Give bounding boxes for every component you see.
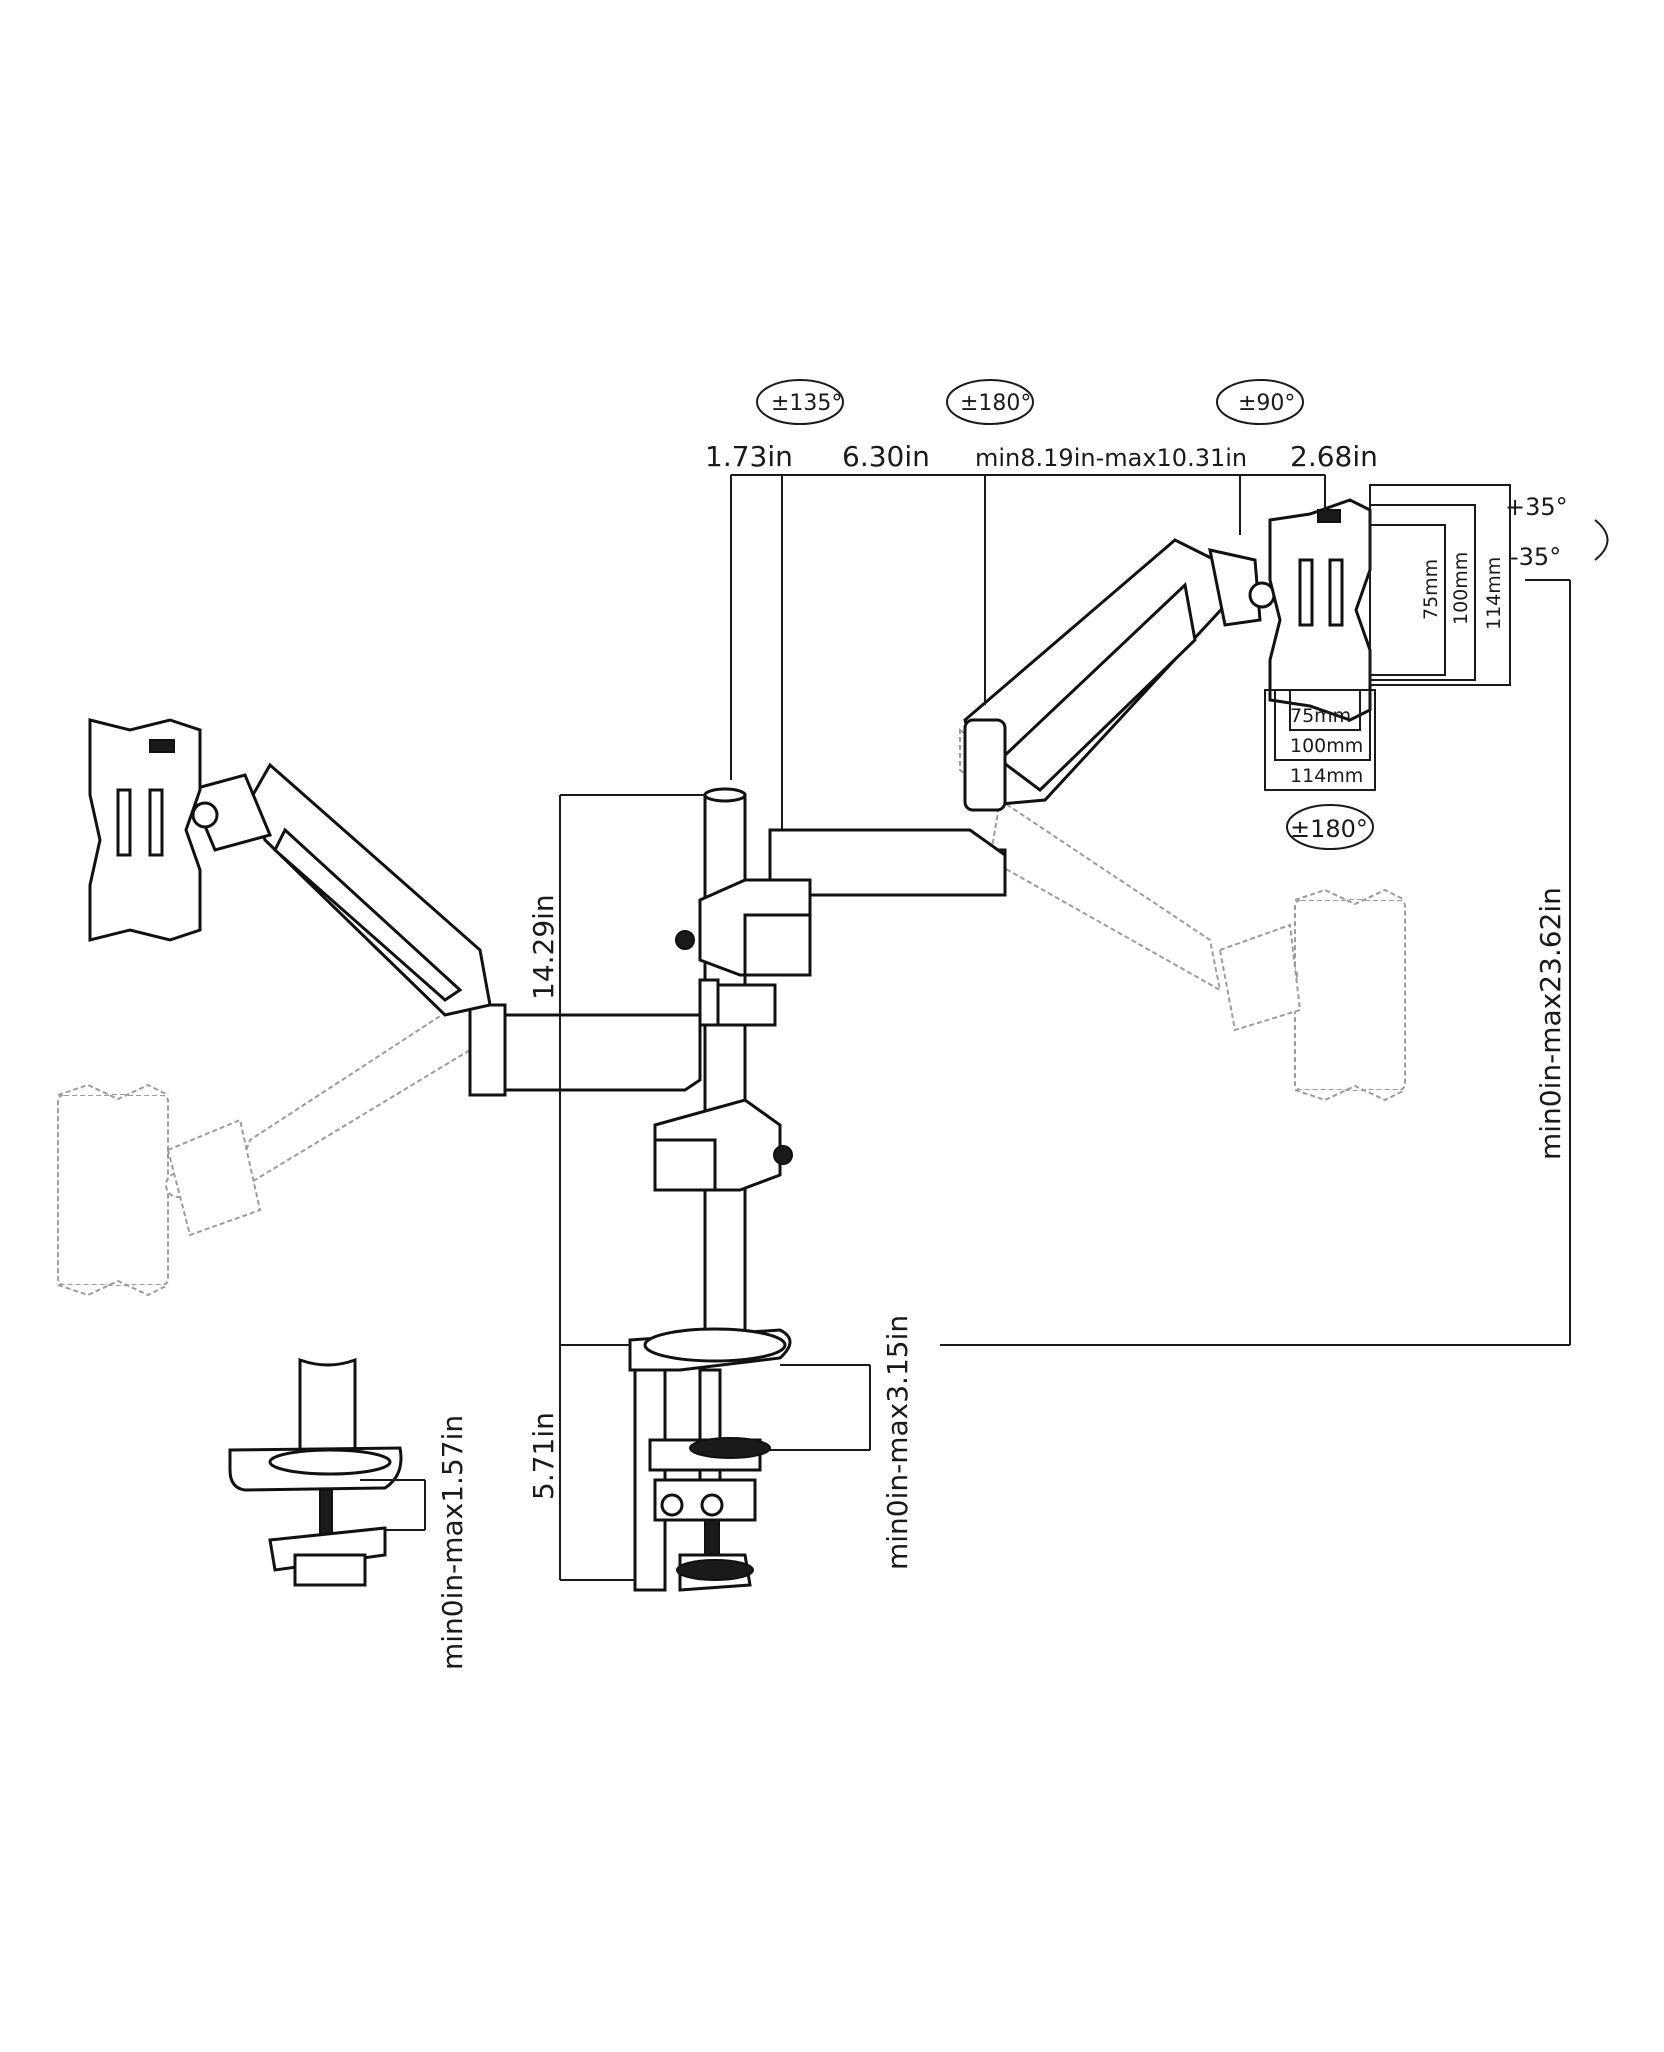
clamp-opening-label: min0in-max3.15in [881,1315,914,1570]
left-monitor-plate [88,718,202,942]
right-monitor-plate [1268,498,1372,722]
dim-1-73: 1.73in [705,440,793,473]
desk-clamp [628,1327,792,1592]
rotation-90-ellipse [1216,379,1304,425]
upper-horizontal-arm [675,828,1007,977]
rot-180-bottom-label: ±180° [1290,815,1368,843]
right-gas-spring-arm [963,538,1276,812]
rot-180-top-label: ±180° [960,391,1031,416]
rotation-180-top-ellipse [946,379,1034,425]
rotation-indicators [756,379,1609,850]
dim-2-68: 2.68in [1290,440,1378,473]
pole-collar [698,978,777,1027]
left-gas-spring-arm [187,762,492,1017]
clamp-height-label: 5.71in [527,1412,560,1500]
dimension-lines [360,474,1571,1581]
rot-90-label: ±90° [1238,391,1295,416]
vesa-114-vertical: 114mm [1483,557,1505,630]
vesa-75-horizontal: 75mm [1290,705,1351,727]
rot-135-label: ±135° [771,391,842,416]
dim-6-30: 6.30in [842,440,930,473]
tilt-arrow [1594,519,1609,561]
tilt-down-label: -35° [1510,543,1561,571]
tilt-up-label: +35° [1505,493,1568,521]
grommet-range-label: min0in-max1.57in [436,1415,469,1670]
vesa-114-horizontal: 114mm [1290,765,1363,787]
vesa-75-vertical: 75mm [1420,559,1442,620]
lower-horizontal-arm [468,1003,793,1192]
pole-height-label: 14.29in [527,894,560,1000]
rotation-180-bottom-ellipse [1286,804,1374,850]
dim-arm-span: min8.19in-max10.31in [975,444,1247,472]
height-range-label: min0in-max23.62in [1534,887,1567,1160]
vesa-100-horizontal: 100mm [1290,735,1363,757]
rotation-135-ellipse [756,379,844,425]
grommet-inset [228,1357,403,1587]
center-pole [703,787,747,1347]
ghost-left-monitor-arm [57,987,482,1297]
vesa-100-vertical: 100mm [1450,552,1472,625]
vesa-pattern-guides [1264,484,1511,791]
